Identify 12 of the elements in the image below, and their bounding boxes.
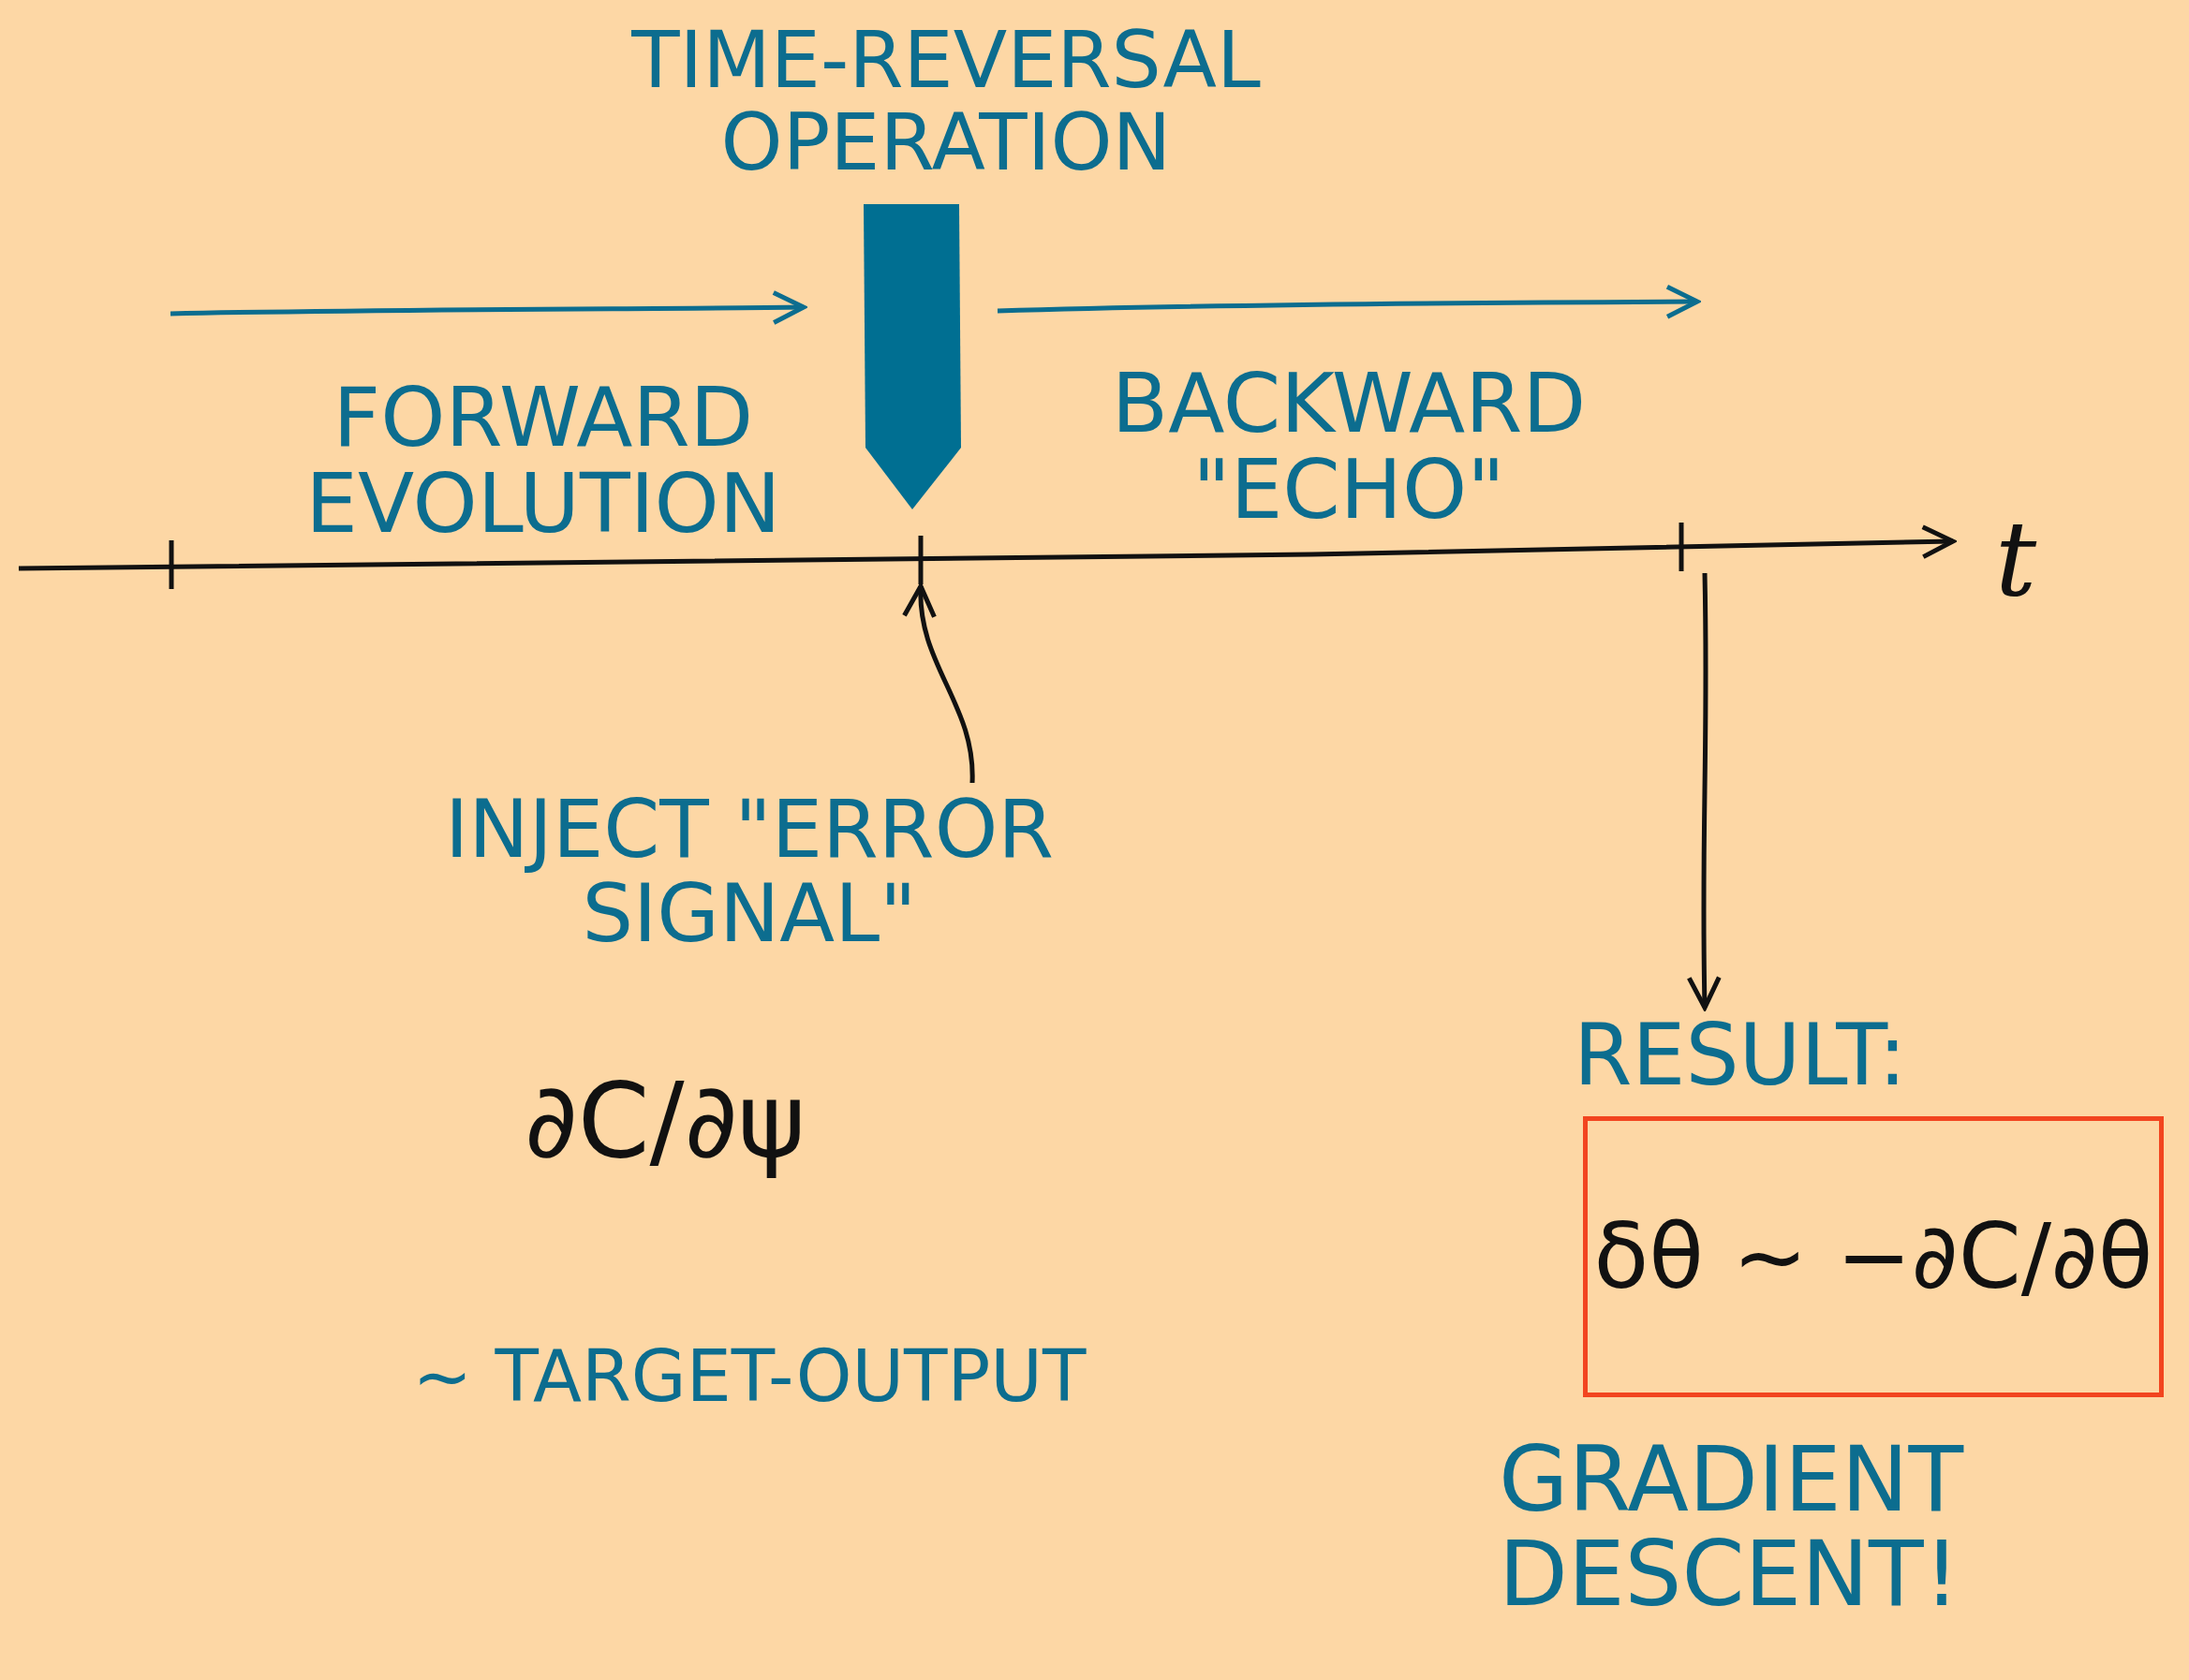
arrow (1686, 572, 1722, 1010)
heading-text: TIME-REVERSAL OPERATION (630, 19, 1262, 184)
note-text: ~ TARGET-OUTPUT (411, 1339, 1087, 1414)
instruction-text: INJECT "ERROR SIGNAL" (443, 787, 1056, 956)
axis-label: t (1995, 506, 2037, 614)
arrow (904, 583, 975, 784)
formula: ∂C/∂ψ (523, 1068, 807, 1176)
region-label: FORWARD EVOLUTION (304, 375, 782, 548)
heading-text: RESULT: (1574, 1011, 1908, 1100)
region-label: BACKWARD "ECHO" (1110, 361, 1588, 534)
exclamation-text: GRADIENT DESCENT! (1499, 1433, 1965, 1622)
formula: δθ ~ −∂C/∂θ (1593, 1204, 2153, 1309)
